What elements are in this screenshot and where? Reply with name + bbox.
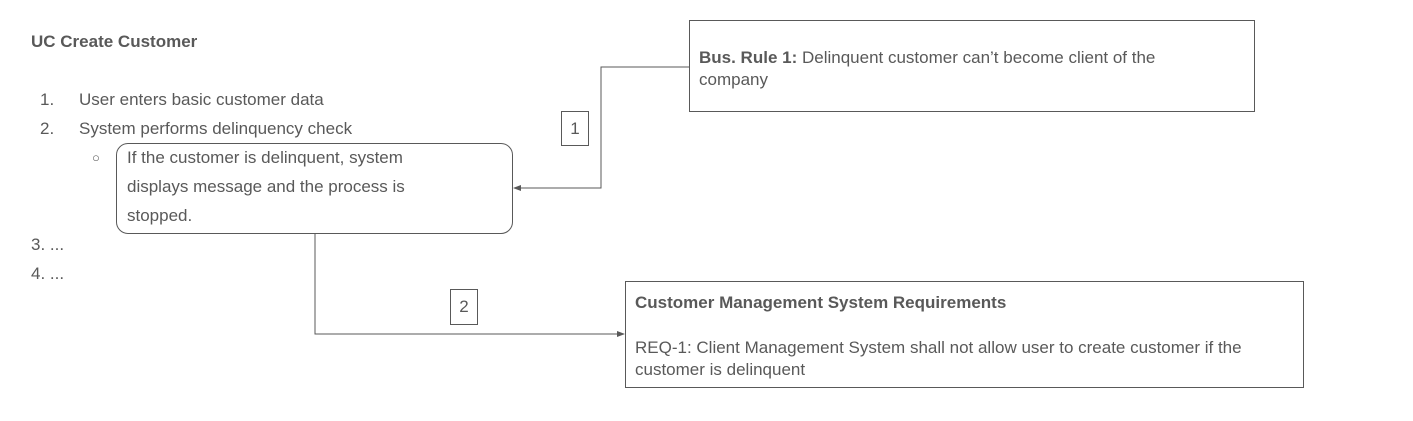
step-1-number: 1. bbox=[40, 90, 55, 109]
requirements-title: Customer Management System Requirements bbox=[635, 293, 1007, 312]
connector-1-label: 1 bbox=[561, 111, 589, 146]
requirements-box: Customer Management System Requirements … bbox=[625, 281, 1304, 388]
step-3-placeholder: 3. ... bbox=[31, 235, 65, 254]
step-4-placeholder: 4. ... bbox=[31, 264, 65, 283]
business-rule-content: Bus. Rule 1: Delinquent customer can’t b… bbox=[699, 47, 1219, 91]
step-2-text: System performs delinquency check bbox=[79, 119, 353, 138]
sub-step-line-2: displays message and the process is bbox=[127, 177, 405, 196]
step-2-number: 2. bbox=[40, 119, 55, 138]
use-case-title: UC Create Customer bbox=[31, 32, 198, 51]
sub-step-line-3: stopped. bbox=[127, 206, 193, 225]
business-rule-text: Delinquent customer can’t become client … bbox=[699, 48, 1156, 89]
step-1-text: User enters basic customer data bbox=[79, 90, 324, 109]
connector-2-line bbox=[314, 234, 625, 337]
sub-step-line-1: If the customer is delinquent, system bbox=[127, 148, 403, 167]
business-rule-label: Bus. Rule 1: bbox=[699, 48, 798, 67]
connector-2-label: 2 bbox=[450, 289, 478, 325]
highlighted-sub-step-box bbox=[116, 143, 513, 234]
connector-1-line bbox=[513, 66, 689, 191]
sub-bullet-icon: ○ bbox=[92, 150, 100, 165]
requirement-req-1: REQ-1: Client Management System shall no… bbox=[635, 338, 1242, 379]
business-rule-box: Bus. Rule 1: Delinquent customer can’t b… bbox=[689, 20, 1255, 112]
